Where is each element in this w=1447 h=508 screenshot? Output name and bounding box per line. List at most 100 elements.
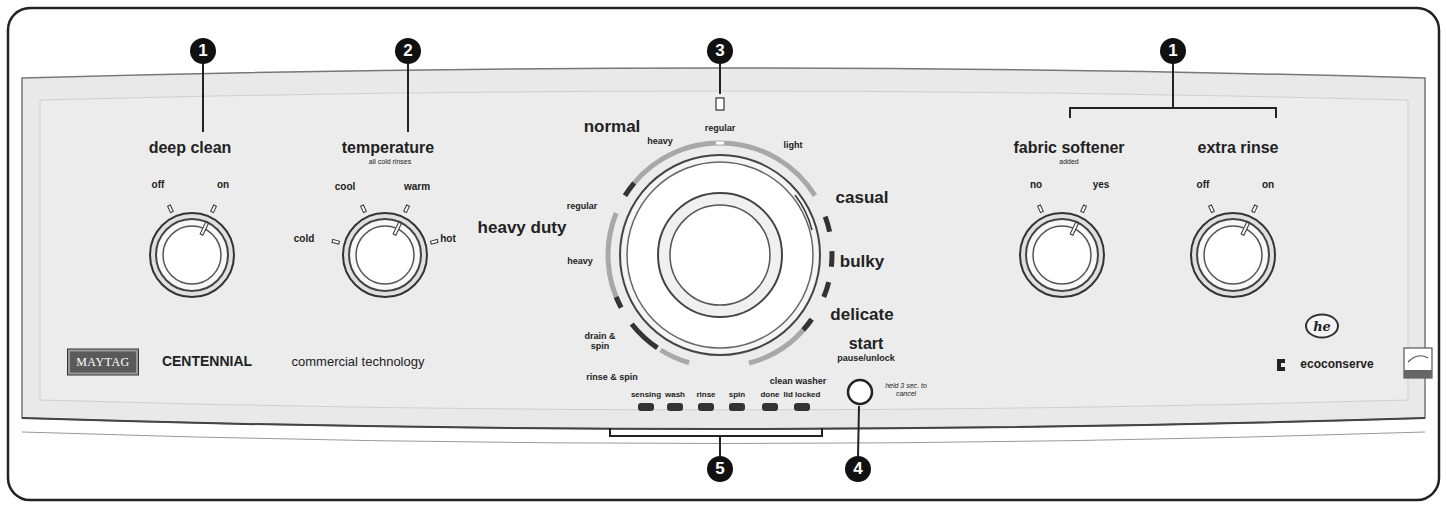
knob — [1033, 226, 1091, 284]
panel-label: fabric softener — [1013, 139, 1124, 157]
cycle-arc — [661, 350, 690, 363]
knob-tick — [1039, 206, 1042, 211]
he-logo: he — [1305, 314, 1339, 339]
knob — [343, 213, 427, 297]
panel-label: yes — [1093, 179, 1110, 190]
panel-label: heavy — [567, 257, 593, 267]
panel-label: cool — [335, 181, 356, 192]
panel-label: commercial technology — [292, 355, 425, 369]
brand-badge: MAYTAG — [68, 350, 138, 375]
knob — [1020, 213, 1104, 297]
knob — [349, 219, 421, 291]
panel-label: bulky — [840, 253, 884, 272]
panel-label: on — [1262, 179, 1274, 190]
knob-tick — [362, 205, 365, 212]
knob-tick — [1242, 222, 1248, 235]
knob-tick — [1210, 205, 1213, 212]
knob-tick — [169, 206, 172, 211]
panel-label: start — [849, 335, 884, 353]
knob-tick — [1253, 206, 1256, 211]
knob-tick — [202, 223, 207, 234]
knob-tick — [395, 223, 400, 234]
knob-tick — [1243, 223, 1248, 234]
panel-label: spin — [729, 391, 745, 400]
panel-label: warm — [404, 181, 430, 192]
callout-number: 2 — [395, 38, 421, 64]
cycle-arc — [716, 142, 724, 145]
brand-text: MAYTAG — [76, 355, 130, 370]
panel-label: extra rinse — [1198, 139, 1279, 157]
knob — [150, 213, 234, 297]
panel-label: cold — [294, 233, 315, 244]
knob-tick — [1082, 205, 1085, 212]
knob — [1197, 219, 1269, 291]
panel-label: wash — [665, 391, 685, 400]
callout-number: 4 — [845, 456, 871, 482]
panel-label: delicate — [830, 306, 893, 325]
cycle-arc — [616, 297, 621, 308]
cycle-arc — [829, 251, 835, 267]
panel-label: normal — [584, 118, 641, 137]
knob-tick — [1072, 223, 1077, 234]
panel-label: all cold rinses — [369, 158, 411, 166]
panel-label: off — [152, 179, 165, 190]
knob-tick — [1071, 222, 1077, 235]
knob-tick — [212, 206, 215, 211]
knob-tick — [333, 241, 339, 243]
knob — [1204, 226, 1262, 284]
knob-tick — [431, 241, 437, 243]
panel-label: rinse & spin — [586, 373, 638, 383]
knob-tick — [394, 222, 400, 235]
panel-label: ecoconserve — [1300, 358, 1373, 371]
callout-number: 1 — [1160, 38, 1186, 64]
callout-number: 3 — [707, 38, 733, 64]
knob — [1026, 219, 1098, 291]
panel-label: sensing — [631, 391, 661, 400]
panel-label: deep clean — [149, 139, 232, 157]
panel-label: lid locked — [784, 391, 821, 400]
logo-text: he — [1313, 319, 1331, 334]
panel-label: pause/unlock — [837, 354, 895, 364]
knob-tick — [362, 206, 365, 211]
panel-label: light — [784, 141, 803, 151]
panel-label: heavy — [647, 137, 673, 147]
panel-label: casual — [836, 189, 889, 208]
knob-tick — [332, 241, 340, 243]
panel-label: CENTENNIAL — [162, 354, 252, 369]
panel-label: off — [1197, 179, 1210, 190]
panel-label: heavy duty — [478, 219, 567, 238]
cycle-arc — [824, 282, 829, 297]
knob — [1191, 213, 1275, 297]
panel-label: on — [217, 179, 229, 190]
knob-tick — [212, 205, 215, 212]
cycle-arc — [803, 319, 812, 330]
knob-tick — [1253, 205, 1256, 212]
knob — [156, 219, 228, 291]
panel-label: held 3 sec. to cancel — [880, 382, 932, 397]
knob — [356, 226, 414, 284]
panel-label: no — [1030, 179, 1042, 190]
callout-number: 5 — [707, 456, 733, 482]
knob-tick — [169, 205, 172, 212]
cycle-arc — [608, 213, 621, 308]
panel-label: added — [1059, 158, 1078, 166]
knob-tick — [201, 222, 207, 235]
cycle-arc — [825, 217, 829, 232]
knob-tick — [405, 206, 408, 211]
panel-label: drain & spin — [578, 332, 622, 352]
panel-label: temperature — [342, 139, 434, 157]
knob-tick — [1082, 206, 1085, 211]
panel-label: rinse — [696, 391, 715, 400]
callout-number: 1 — [190, 38, 216, 64]
cycle-arc — [625, 183, 634, 196]
panel-label: hot — [440, 233, 456, 244]
knob-tick — [1039, 205, 1042, 212]
panel-label: done — [760, 391, 779, 400]
knob-tick — [405, 205, 408, 212]
panel-label: regular — [567, 202, 598, 212]
knob — [163, 226, 221, 284]
panel-label: regular — [705, 124, 736, 134]
knob-tick — [1210, 206, 1213, 211]
